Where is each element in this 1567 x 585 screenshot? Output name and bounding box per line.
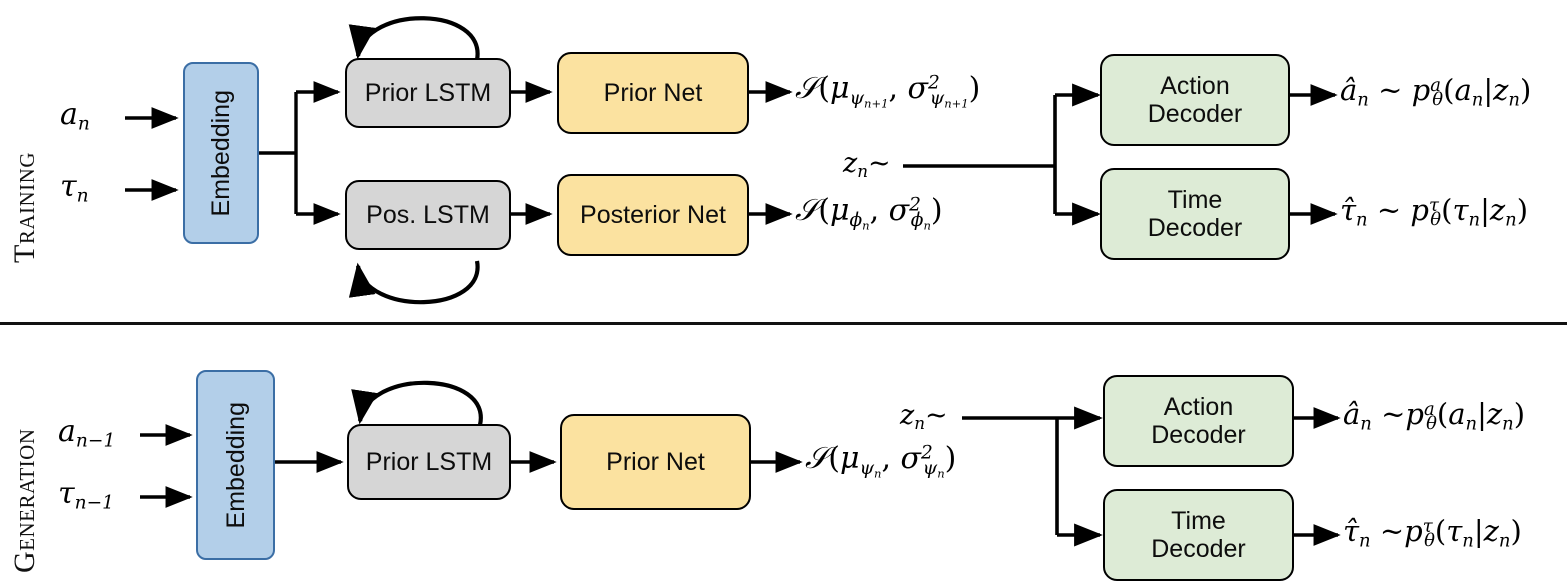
training-pos-lstm-box[interactable]: Pos. LSTM	[345, 180, 511, 250]
training-action-output: ân ~ paθ(an|zn)	[1340, 73, 1532, 111]
generation-time-decoder-label-line1: Time	[1171, 507, 1226, 535]
generation-prior-net-label: Prior Net	[606, 448, 705, 476]
section-divider	[0, 322, 1567, 325]
generation-time-output: τ̂n ~pτθ(τn|zn)	[1343, 514, 1522, 552]
training-latent-sample-label: zn~	[843, 148, 891, 182]
training-embedding-box[interactable]: Embedding	[183, 62, 259, 244]
generation-action-decoder-box[interactable]: Action Decoder	[1103, 375, 1294, 467]
training-input-time: τn	[60, 169, 89, 207]
generation-prior-distribution: 𝒮(μψn, σ2ψn)	[805, 441, 957, 481]
training-posterior-net-box[interactable]: Posterior Net	[557, 174, 749, 256]
generation-prior-net-box[interactable]: Prior Net	[560, 414, 751, 510]
section-label-training: Training	[8, 152, 41, 263]
training-prior-lstm-label: Prior LSTM	[364, 79, 492, 107]
training-prior-net-label: Prior Net	[603, 79, 703, 107]
generation-embedding-box[interactable]: Embedding	[196, 370, 275, 560]
training-prior-distribution: 𝒮(μψn+1, σ2ψn+1)	[795, 71, 981, 111]
training-time-decoder-box[interactable]: Time Decoder	[1100, 168, 1290, 260]
training-action-decoder-box[interactable]: Action Decoder	[1100, 54, 1290, 146]
training-posterior-distribution: 𝒮(μϕn, σ2ϕn)	[795, 193, 943, 233]
training-prior-net-box[interactable]: Prior Net	[557, 52, 749, 134]
generation-prior-lstm-label: Prior LSTM	[365, 448, 493, 476]
generation-action-decoder-label-line2: Decoder	[1151, 421, 1246, 449]
generation-action-decoder-label-line1: Action	[1163, 393, 1234, 421]
generation-time-decoder-label-line2: Decoder	[1151, 535, 1246, 563]
training-action-decoder-label-line1: Action	[1160, 72, 1230, 100]
training-time-decoder-label-line2: Decoder	[1147, 214, 1243, 242]
training-embedding-label: Embedding	[207, 89, 235, 217]
training-posterior-net-label: Posterior Net	[580, 201, 726, 229]
training-prior-lstm-box[interactable]: Prior LSTM	[345, 58, 511, 128]
training-pos-lstm-label: Pos. LSTM	[366, 201, 490, 229]
generation-time-decoder-box[interactable]: Time Decoder	[1103, 489, 1294, 581]
generation-embedding-label: Embedding	[221, 401, 250, 529]
section-label-generation: Generation	[8, 428, 41, 573]
training-time-output: τ̂n ~ pτθ(τn|zn)	[1340, 193, 1529, 231]
generation-latent-sample-label: zn~	[900, 400, 948, 434]
training-action-decoder-label-line2: Decoder	[1147, 100, 1243, 128]
training-time-decoder-label-line1: Time	[1167, 186, 1223, 214]
generation-input-action: an−1	[58, 414, 116, 452]
generation-prior-lstm-box[interactable]: Prior LSTM	[347, 424, 511, 500]
generation-action-output: ân ~paθ(an|zn)	[1343, 397, 1526, 435]
training-input-action: an	[60, 97, 90, 135]
generation-input-time: τn−1	[58, 476, 114, 514]
